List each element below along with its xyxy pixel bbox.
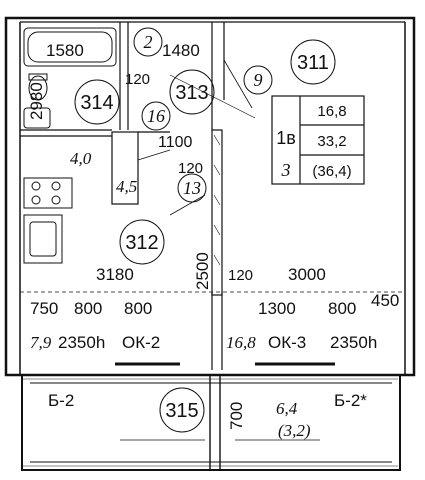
dim-120-low: 120 (228, 267, 253, 284)
room-315-circle (159, 387, 205, 433)
marker-16: 16 (147, 106, 165, 126)
dim-800-c: 800 (328, 299, 356, 318)
dim-450: 450 (371, 291, 399, 310)
bathtub-icon (23, 27, 117, 67)
sink-icon (23, 107, 51, 129)
apartment-total-with-balcony: (36,4) (312, 163, 351, 180)
kitchen-sink-icon (23, 214, 63, 264)
room-312-circle (119, 219, 165, 265)
area-16-8: 16,8 (226, 333, 256, 352)
dim-800-a: 800 (74, 299, 102, 318)
dim-3180: 3180 (96, 265, 134, 284)
wall-hatching (22, 134, 398, 467)
dim-1100: 1100 (158, 134, 193, 151)
apartment-living-area: 16,8 (317, 103, 346, 120)
room-314-circle (74, 79, 120, 125)
room-314: 314 (80, 92, 113, 114)
marker-2: 2 (144, 32, 153, 52)
marker-9-circle (243, 65, 273, 95)
apartment-table (271, 95, 365, 185)
area-6-4: 6,4 (276, 399, 298, 418)
marker-9: 9 (254, 70, 263, 90)
dim-700: 700 (227, 402, 246, 430)
marker-2-circle (133, 27, 163, 57)
marker-13: 13 (183, 178, 201, 198)
window-ok-3: ОК-3 (268, 333, 306, 352)
dim-2350-left: 2350h (58, 333, 105, 352)
apartment-total-area: 33,2 (317, 133, 346, 150)
dim-120-mid: 120 (178, 160, 203, 177)
window-ok-2: ОК-2 (122, 333, 160, 352)
walls (4, 16, 416, 471)
stove-icon (23, 177, 73, 209)
room-313-circle (169, 69, 215, 115)
room-311-circle (290, 39, 336, 85)
dim-120-top: 120 (125, 71, 150, 88)
room-311: 311 (297, 52, 329, 74)
dim-3000: 3000 (288, 265, 326, 284)
apartment-rooms-count: 3 (281, 160, 291, 180)
dim-2500: 2500 (193, 252, 212, 290)
dim-1480: 1480 (162, 41, 200, 60)
area-3-2: (3,2) (278, 421, 311, 440)
fixtures (23, 27, 117, 264)
dim-800-b: 800 (124, 299, 152, 318)
apartment-type: 1в (276, 128, 296, 148)
room-315: 315 (165, 400, 198, 422)
dim-1300: 1300 (258, 299, 296, 318)
balcony-b2: Б-2 (48, 391, 74, 410)
dim-2350-right: 2350h (330, 333, 377, 352)
balcony-b2-star: Б-2* (334, 391, 367, 410)
area-7-9: 7,9 (30, 333, 52, 352)
toilet-icon (28, 75, 48, 101)
room-312: 312 (125, 232, 158, 254)
marker-16-circle (141, 101, 171, 131)
dim-750: 750 (30, 299, 58, 318)
dim-2980: 2980 (27, 82, 46, 120)
area-4-0: 4,0 (70, 149, 92, 168)
dim-1580: 1580 (46, 41, 84, 60)
area-4-5: 4,5 (116, 177, 137, 196)
room-313: 313 (175, 82, 208, 104)
marker-13-circle (177, 173, 207, 203)
